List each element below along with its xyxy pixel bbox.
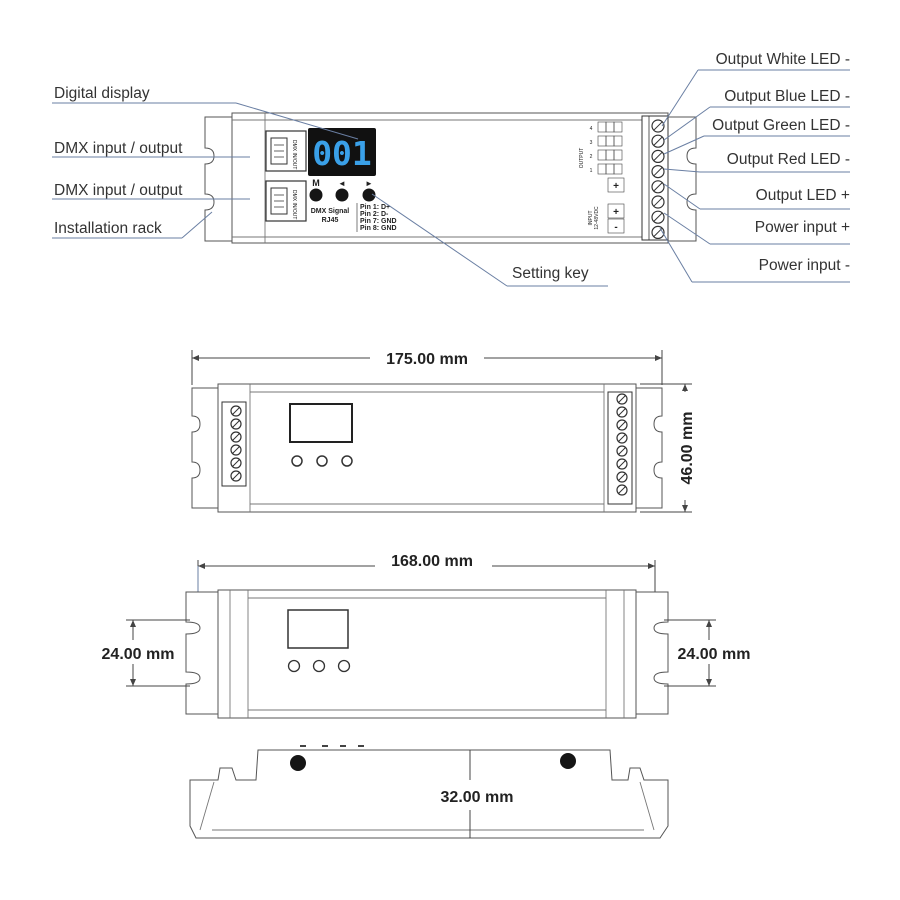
key-m-button[interactable]	[309, 188, 323, 202]
side-button-right	[560, 753, 576, 769]
dimension-view-top: 175.00 mm 46.00 mm	[191, 350, 696, 513]
label-output-red: Output Red LED -	[727, 151, 850, 168]
terminal-screws[interactable]	[651, 119, 665, 239]
svg-text:DMX IN/OUT: DMX IN/OUT	[291, 190, 297, 219]
label-power-input-plus: Power input +	[755, 219, 850, 236]
screw-slot	[232, 420, 240, 428]
side-button-left	[290, 755, 306, 771]
flange-right-v2	[635, 387, 663, 509]
screw-slot	[618, 434, 626, 442]
label-digital-display: Digital display	[54, 85, 150, 102]
output-heading: OUTPUT	[579, 148, 585, 169]
channel-4: 4	[590, 126, 593, 132]
screw-slot	[618, 408, 626, 416]
body-v2	[217, 383, 637, 513]
digital-display	[308, 128, 376, 176]
dim-slot-left: 24.00 mm	[102, 646, 175, 663]
channel-3: 3	[590, 140, 593, 146]
key-right-button[interactable]	[362, 188, 376, 202]
top-device-view: DMX IN/OUT DMX IN/OUT 001 M ◄ ► DMX Sign…	[204, 112, 697, 244]
pin-1: Pin 1: D+	[360, 204, 390, 211]
label-dmx-io-2: DMX input / output	[54, 182, 183, 199]
label-output-led-plus: Output LED +	[756, 187, 850, 204]
dmx-signal-text: DMX Signal	[311, 208, 350, 215]
screw-slot	[618, 486, 626, 494]
display-window-v2	[289, 403, 353, 443]
key-v3-1	[287, 659, 301, 673]
pin-8: Pin 8: GND	[360, 225, 397, 232]
dim-width: 46.00 mm	[679, 412, 696, 485]
right-flange	[667, 116, 697, 242]
screw-slot	[232, 407, 240, 415]
pin-2: Pin 2: D-	[360, 211, 389, 218]
body-v3	[217, 589, 637, 719]
screw-slot	[232, 433, 240, 441]
dim-length-overall: 175.00 mm	[386, 351, 468, 368]
pin-7: Pin 7: GND	[360, 218, 397, 225]
flange-left-v2	[191, 387, 219, 509]
right-leaders	[659, 69, 850, 283]
key-v2-1	[291, 455, 303, 467]
left-leaders	[52, 102, 359, 239]
label-dmx-io-1: DMX input / output	[54, 140, 183, 157]
input-voltage: 12-48VDC	[594, 206, 600, 230]
key-right-label: ►	[365, 179, 373, 188]
display-digits: 001	[312, 134, 372, 173]
key-v2-2	[316, 455, 328, 467]
screw-slot	[232, 446, 240, 454]
flange-left-v3	[185, 591, 219, 715]
key-v2-3	[341, 455, 353, 467]
screw-slot	[653, 121, 663, 131]
screw-slot	[653, 167, 663, 177]
key-v3-2	[312, 659, 326, 673]
label-output-green: Output Green LED -	[712, 117, 850, 134]
rj45-port-top[interactable]	[265, 130, 307, 172]
side-profile	[189, 749, 669, 839]
label-setting-key: Setting key	[512, 265, 589, 282]
rj45-port-bottom[interactable]	[265, 180, 307, 222]
screw-slot	[653, 136, 663, 146]
channel-2: 2	[590, 154, 593, 160]
screw-slot	[653, 151, 663, 161]
label-output-white: Output White LED -	[716, 51, 850, 68]
key-left-label: ◄	[338, 179, 346, 188]
left-flange	[204, 116, 233, 242]
dim-height: 32.00 mm	[441, 789, 514, 806]
rj45-text: RJ45	[322, 217, 339, 224]
dimension-view-side: 32.00 mm	[189, 745, 669, 839]
screw-slot	[653, 182, 663, 192]
dimension-view-bottom: 168.00 mm 24.00 mm 24.00 mm	[102, 553, 751, 719]
screw-slot	[653, 212, 663, 222]
display-window-v3	[287, 609, 349, 649]
key-v3-3	[337, 659, 351, 673]
key-m-label: M	[312, 178, 320, 188]
flange-right-v3	[635, 591, 669, 715]
svg-text:DMX IN/OUT: DMX IN/OUT	[291, 140, 297, 169]
input-heading: INPUT	[588, 211, 594, 226]
label-power-input-minus: Power input -	[759, 257, 850, 274]
label-installation-rack: Installation rack	[54, 220, 162, 237]
screw-slot	[232, 472, 240, 480]
screw-slot	[618, 421, 626, 429]
sign-power-plus: +	[613, 207, 619, 218]
screw-slot	[618, 473, 626, 481]
sign-power-minus: -	[614, 222, 617, 233]
screw-slot	[618, 395, 626, 403]
dim-hole-spacing: 168.00 mm	[391, 553, 473, 570]
screw-slot	[618, 447, 626, 455]
key-left-button[interactable]	[335, 188, 349, 202]
screw-slot	[232, 459, 240, 467]
screw-slot	[653, 197, 663, 207]
dim-slot-right: 24.00 mm	[678, 646, 751, 663]
label-output-blue: Output Blue LED -	[724, 88, 850, 105]
channel-1: 1	[590, 168, 593, 174]
screw-slot	[618, 460, 626, 468]
sign-led-plus: +	[613, 181, 619, 192]
